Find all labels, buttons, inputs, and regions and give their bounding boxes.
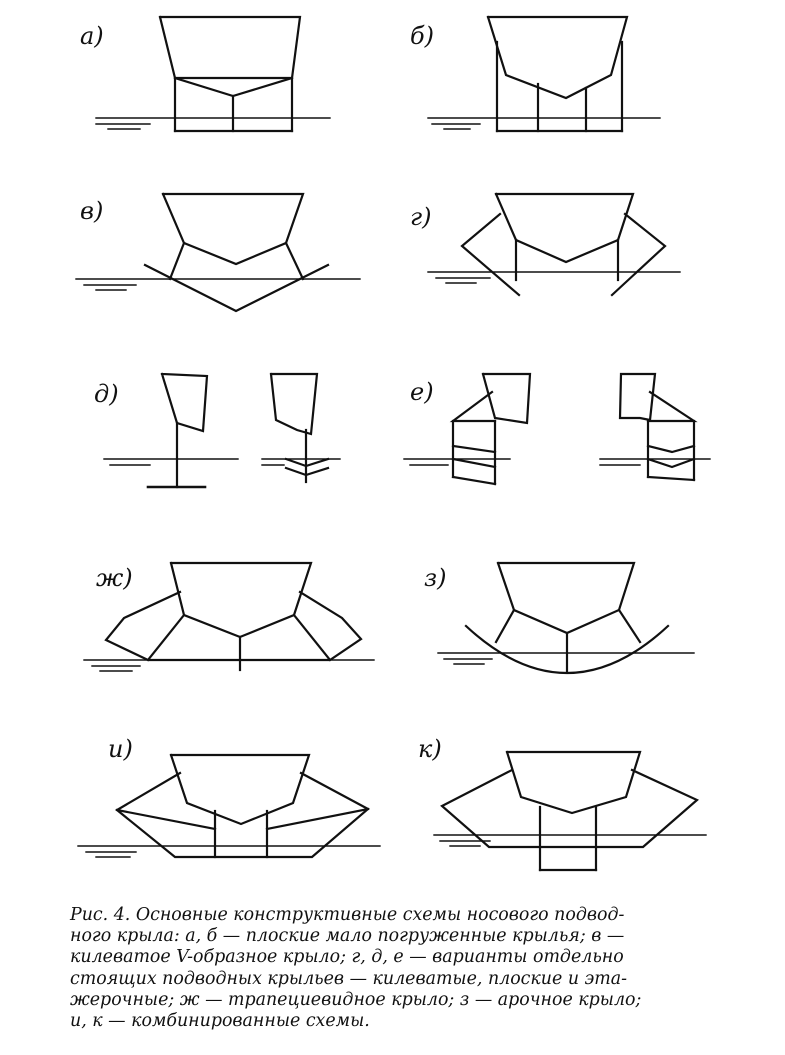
panel-b-drawing <box>427 15 661 133</box>
panel-v-drawing <box>75 192 361 313</box>
caption-line: ного крыла: а, б — плоские мало погружен… <box>70 926 625 947</box>
panel-g-label: г) <box>410 203 432 231</box>
panel-i-label: и) <box>108 735 133 763</box>
panel-e-drawing <box>403 372 711 486</box>
panel-v-label: в) <box>80 197 104 225</box>
panel-i-drawing <box>77 753 381 859</box>
caption-line: Рис. 4. Основные конструктивные схемы но… <box>70 905 625 925</box>
panel-z-drawing <box>437 561 695 675</box>
panel-k-label: к) <box>418 735 442 763</box>
caption-line: жерочные; ж — трапециевидное крыло; з — … <box>70 989 642 1010</box>
figure-drawings: а) б) в) г) д) е) ж) з) и) к) <box>75 15 711 872</box>
panel-a-drawing <box>95 15 331 133</box>
caption-line: килеватое V-образное крыло; г, д, е — ва… <box>70 947 624 968</box>
hydrofoil-diagram <box>75 15 711 872</box>
panel-g-drawing <box>427 192 681 297</box>
panel-d-drawing <box>103 372 341 489</box>
panel-d-label: д) <box>94 380 119 408</box>
caption-line: и, к — комбинированные схемы. <box>70 1011 370 1032</box>
panel-zh-label: ж) <box>96 564 133 592</box>
figure-caption: Рис. 4. Основные конструктивные схемы но… <box>70 905 720 1032</box>
panel-zh-drawing <box>83 561 375 672</box>
panel-k-drawing <box>433 750 707 872</box>
panel-b-label: б) <box>410 22 435 50</box>
caption-line: стоящих подводных крыльев — килеватые, п… <box>70 968 628 989</box>
panel-e-label: е) <box>410 378 434 406</box>
panel-z-label: з) <box>424 564 447 592</box>
panel-a-label: а) <box>80 22 104 50</box>
